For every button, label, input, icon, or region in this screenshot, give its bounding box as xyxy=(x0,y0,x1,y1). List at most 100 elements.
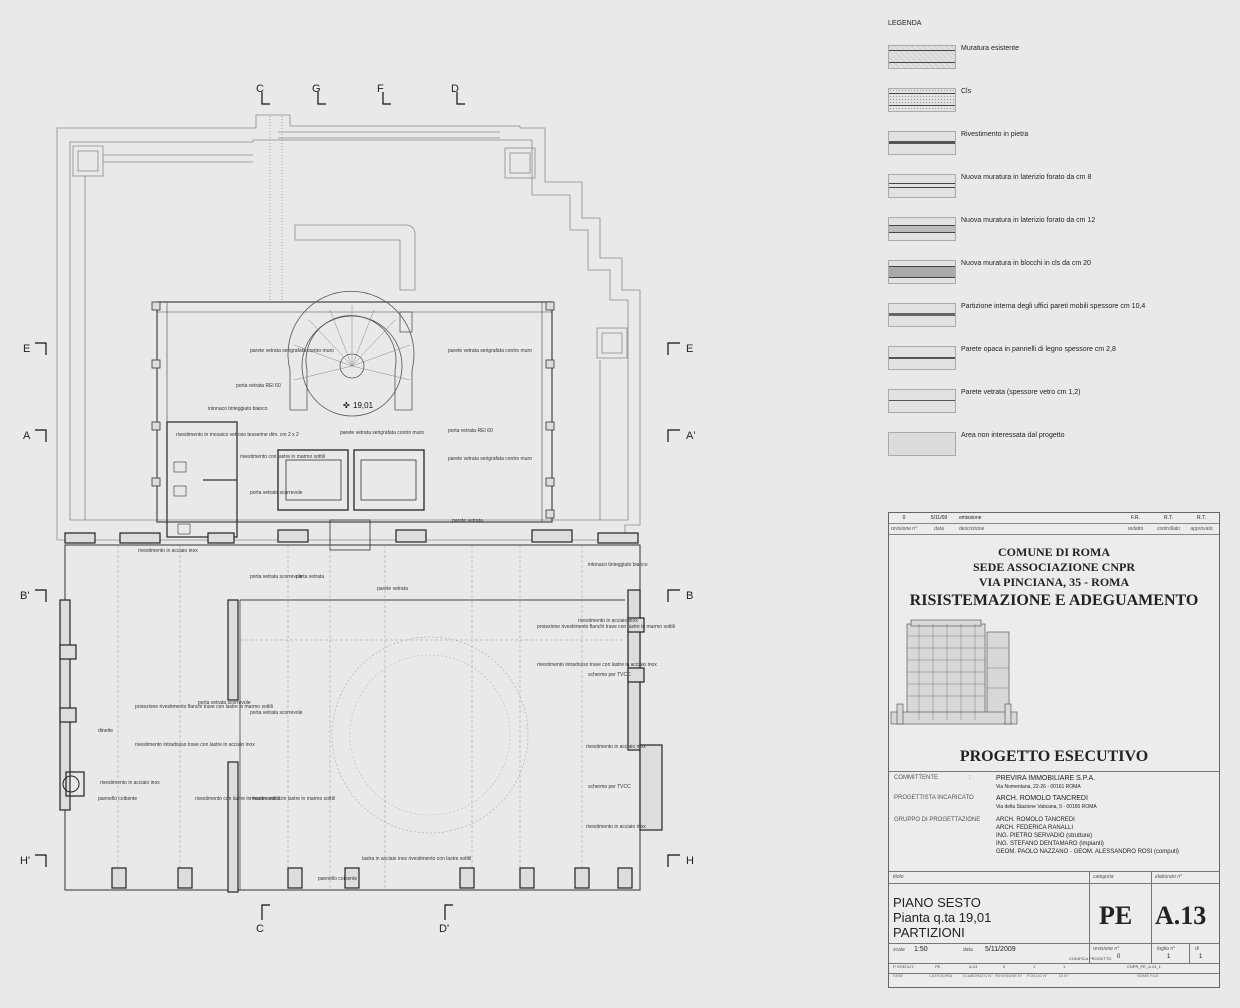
note-parete-vetrata-2: parete vetrata xyxy=(377,586,408,592)
header-line-3: VIA PINCIANA, 35 - ROMA xyxy=(978,575,1130,589)
phase-title: PROGETTO ESECUTIVO xyxy=(959,748,1149,765)
level-value: 19,01 xyxy=(353,401,374,410)
legend-item: Nuova muratura in laterizio forato da cm… xyxy=(888,205,1238,248)
section-mark-right-a: A' xyxy=(686,430,695,442)
swatch-laterizio-12 xyxy=(888,217,956,241)
legend-label: Muratura esistente xyxy=(961,45,1019,52)
section-mark-bottom-c: C xyxy=(256,923,264,935)
note-intonaco-2: intonaco tinteggiato bianco xyxy=(588,562,648,568)
header-line-4: RISISTEMAZIONE E ADEGUAMENTO xyxy=(909,592,1199,609)
section-mark-left-a: A xyxy=(23,430,31,442)
legend-item: Parete opaca in pannelli di legno spesso… xyxy=(888,334,1238,377)
floor-plan-drawing: C G F D C D' E A B' H' E A' B H ✜ 19,01 … xyxy=(20,83,695,935)
title-block: 0 5/11/09 emissione F.R. R.T. R.T. revis… xyxy=(888,512,1220,988)
legend-item: Area non interessata dal progetto xyxy=(888,420,1238,463)
note-pannello-2: pannello coibente xyxy=(318,876,357,882)
legend-label: Rivestimento in pietra xyxy=(961,131,1029,138)
level-arrow-icon: ✜ xyxy=(343,401,350,410)
note-lastre-marmo-2: rivestimento con lastre in marmo sottili xyxy=(195,796,280,802)
swatch-muratura-esistente xyxy=(888,45,956,69)
swatch-laterizio-8 xyxy=(888,174,956,198)
sheet-title: PIANO SESTO Pianta q.ta 19,01 PARTIZIONI xyxy=(893,895,992,940)
swatch-vetrata xyxy=(888,389,956,413)
label-categoria: categoria xyxy=(1093,874,1114,880)
note-dinette: dinette xyxy=(98,728,113,734)
note-porta-rei-right: porta vetrata REI 60 xyxy=(448,428,493,434)
swatch-blocchi-cls xyxy=(888,260,956,284)
note-porta-scorrevole-4: porta vetrata scorrevole xyxy=(250,710,303,716)
label-titolo: titolo xyxy=(893,874,904,880)
drawing-number: A.13 xyxy=(1155,901,1207,930)
section-mark-top-d: D xyxy=(451,83,459,95)
note-acciaio-inox-2: rivestimento in acciaio inox xyxy=(578,618,638,624)
section-mark-top-c: C xyxy=(256,83,264,95)
legend-item: Nuova muratura in laterizio forato da cm… xyxy=(888,162,1238,205)
swatch-partizione xyxy=(888,303,956,327)
legend-title: LEGENDA xyxy=(888,20,922,27)
header-line-1: COMUNE DI ROMA xyxy=(998,545,1110,559)
note-serigrafata-left: parete vetrata serigrafata contro muro xyxy=(250,348,334,354)
legend-label: Nuova muratura in laterizio forato da cm… xyxy=(961,174,1092,181)
section-mark-left-b: B' xyxy=(20,590,29,602)
note-proiezione-1: proiezione rivestimento flanchi trave co… xyxy=(537,624,675,630)
note-porta-vetrata: porta vetrata xyxy=(296,574,324,580)
legend-item: Partizione interna degli uffici pareti m… xyxy=(888,291,1238,334)
note-acciaio-inox-1: rivestimento in acciaio inox xyxy=(138,548,198,554)
note-acciaio-inox-3: rivestimento in acciaio inox xyxy=(586,744,646,750)
elevator-left xyxy=(277,449,349,511)
swatch-legno xyxy=(888,346,956,370)
note-acciaio-inox-5: rivestimento in acciaio inox xyxy=(586,824,646,830)
note-proiezione-2: proiezione rivestimento flanchi trave co… xyxy=(135,704,273,710)
label-foglio: foglio n° xyxy=(1157,946,1176,952)
note-lastre-marmo-1: rivestimento con lastre in marmo sottili xyxy=(240,454,325,460)
section-mark-right-e: E xyxy=(686,343,693,355)
di-value: 1 xyxy=(1199,954,1203,960)
category-code: PE xyxy=(1099,901,1133,930)
note-intradosso-1: rivestimento intradosso trave con lastre… xyxy=(537,662,657,668)
terrace-outline xyxy=(56,114,641,541)
section-mark-right-h: H xyxy=(686,855,694,867)
note-serigrafata-center: parete vetrata serigrafata contro muro xyxy=(340,430,424,436)
note-porta-scorrevole-3: porta vetrata scorrevole xyxy=(198,700,251,706)
legend-item: Cls xyxy=(888,76,1238,119)
section-mark-left-h: H' xyxy=(20,855,30,867)
swatch-non-interessata xyxy=(888,432,956,456)
note-serigrafata-right2: parete vetrata serigrafata contro muro xyxy=(448,456,532,462)
scale-value: 1:50 xyxy=(914,946,928,953)
note-lastre-marmo-3: rivestimento con lastre in marmo sottili xyxy=(250,796,335,802)
section-mark-left-e: E xyxy=(23,343,30,355)
legend: LEGENDA Muratura esistente Cls Rivestime… xyxy=(888,20,1238,463)
legend-label: Nuova muratura in blocchi in cls da cm 2… xyxy=(961,260,1091,267)
note-mosaico: rivestimento in mosaico vetroso tesserin… xyxy=(176,432,299,438)
label-elaborato: elaborato n° xyxy=(1155,874,1183,880)
foglio-value: 1 xyxy=(1167,954,1171,960)
label-data: data xyxy=(963,947,973,953)
legend-label: Parete opaca in pannelli di legno spesso… xyxy=(961,346,1116,353)
section-mark-bottom-d: D' xyxy=(439,923,449,935)
section-mark-right-b: B xyxy=(686,590,693,602)
swatch-pietra xyxy=(888,131,956,155)
legend-label: Area non interessata dal progetto xyxy=(961,432,1065,439)
legend-label: Partizione interna degli uffici pareti m… xyxy=(961,303,1146,310)
date-value: 5/11/2009 xyxy=(985,946,1016,953)
note-pannello-1: pannello coibente xyxy=(98,796,137,802)
legend-label: Cls xyxy=(961,88,972,95)
note-lastra-inox: lastra in acciaio inox rivestimento con … xyxy=(362,856,471,862)
legend-label: Nuova muratura in laterizio forato da cm… xyxy=(961,217,1096,224)
elevator-right xyxy=(353,449,425,511)
note-intradosso-2: rivestimento intradosso trave con lastre… xyxy=(135,742,255,748)
section-mark-top-g: G xyxy=(312,83,321,95)
section-mark-top-f: F xyxy=(377,83,384,95)
note-intonaco: intonaco tinteggiato bianco xyxy=(208,406,268,412)
note-serigrafata-right: parete vetrata serigrafata contro muro xyxy=(448,348,532,354)
revision-headers: revisione n° data descrizione redatto co… xyxy=(889,524,1219,535)
legend-item: Muratura esistente xyxy=(888,33,1238,76)
legend-label: Parete vetrata (spessore vetro cm 1,2) xyxy=(961,389,1081,396)
building-elevation-image xyxy=(890,619,1018,725)
legend-item: Nuova muratura in blocchi in cls da cm 2… xyxy=(888,248,1238,291)
note-schermo-1: schermo per TVCC xyxy=(588,672,631,678)
meeting-table-circle xyxy=(331,636,529,834)
label-scala: scala xyxy=(893,947,905,953)
note-parete-vetrata-1: parete vetrata xyxy=(452,518,483,524)
upper-zone-wall xyxy=(156,301,553,523)
